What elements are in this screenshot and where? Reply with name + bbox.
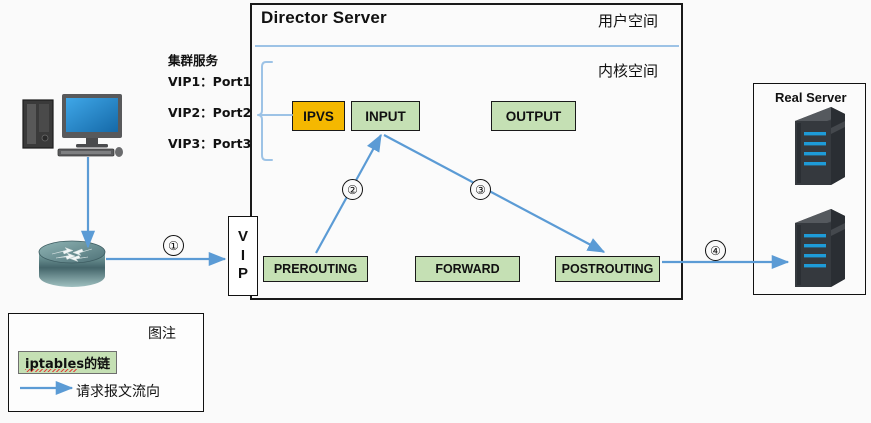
vip-letter-i: I xyxy=(240,246,246,264)
cluster-service-entry-3: VIP3：Port3 xyxy=(168,136,252,151)
legend-chain-label: iptables的链 xyxy=(25,357,111,372)
step-badge-4: ④ xyxy=(705,240,726,261)
spellcheck-squiggle-icon xyxy=(25,369,77,372)
input-chain-box[interactable]: INPUT xyxy=(351,101,420,131)
cluster-service-heading: 集群服务 xyxy=(168,53,219,68)
director-server-title: Director Server xyxy=(261,8,387,27)
legend-title: 图注 xyxy=(148,326,176,342)
ipvs-box[interactable]: IPVS xyxy=(292,101,345,131)
vip-letter-p: P xyxy=(237,265,248,283)
prerouting-chain-box[interactable]: PREROUTING xyxy=(263,256,368,282)
user-kernel-space-divider xyxy=(255,45,679,47)
legend-chain-swatch: iptables的链 xyxy=(18,351,118,374)
postrouting-chain-box[interactable]: POSTROUTING xyxy=(555,256,660,282)
step-badge-3: ③ xyxy=(470,179,491,200)
cluster-service-entry-2: VIP2：Port2 xyxy=(168,105,252,120)
step-badge-2: ② xyxy=(342,179,363,200)
vip-letter-v: V xyxy=(237,227,248,245)
real-server-icon-2 xyxy=(795,209,845,287)
kernel-space-label: 内核空间 xyxy=(598,62,659,80)
cluster-service-entry-1: VIP1：Port1 xyxy=(168,74,252,89)
vip-box[interactable]: V I P xyxy=(228,216,258,296)
real-server-icon-1 xyxy=(795,107,845,185)
forward-chain-box[interactable]: FORWARD xyxy=(415,256,520,282)
step-badge-1: ① xyxy=(163,235,184,256)
user-space-label: 用户空间 xyxy=(598,12,659,30)
output-chain-box[interactable]: OUTPUT xyxy=(491,101,576,131)
legend-flow-label: 请求报文流向 xyxy=(76,384,160,400)
real-server-title: Real Server xyxy=(775,90,847,105)
client-computer-icon xyxy=(22,94,123,157)
router-icon xyxy=(38,240,106,287)
cluster-service-text: 集群服务 VIP1：Port1 VIP2：Port2 VIP3：Port3 xyxy=(168,50,278,164)
